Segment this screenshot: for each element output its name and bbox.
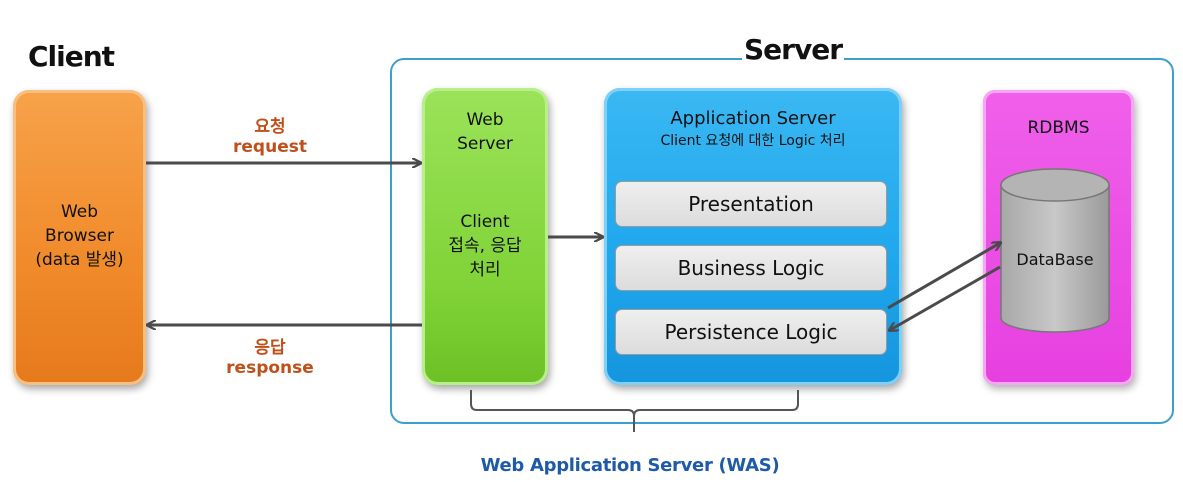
request-label-en: request [233,137,307,157]
request-label-ko: 요청 [254,117,286,137]
web-server-desc-line3: 처리 [469,260,501,280]
web-server-title-line2: Server [457,134,513,154]
application-server-title: Application Server [670,108,836,129]
web-browser-label: Web Browser (data 발생) [13,200,146,272]
presentation-layer: Presentation [615,181,887,227]
web-server-desc-line1: Client [460,212,510,232]
web-browser-label-line3: (data 발생) [35,250,124,270]
web-server-desc-line2: 접속, 응답 [448,236,522,256]
web-browser-label-line2: Browser [45,226,114,246]
response-label-ko: 응답 [254,338,286,358]
response-label-en: response [226,358,314,378]
web-server-description: Client 접속, 응답 처리 [422,210,548,282]
web-browser-label-line1: Web [60,202,99,222]
persistence-logic-layer: Persistence Logic [615,309,887,355]
web-server-title: Web Server [422,108,548,156]
application-server-subtitle: Client 요청에 대한 Logic 처리 [660,133,846,149]
web-server-title-line1: Web [466,110,504,130]
client-title: Client [28,40,115,73]
business-logic-layer: Business Logic [615,245,887,291]
server-title: Server [742,33,845,66]
web-server-box [422,88,548,385]
web-browser-box [13,90,146,385]
database-label: DataBase [1016,250,1094,269]
rdbms-label: RDBMS [1027,118,1090,138]
was-label: Web Application Server (WAS) [480,455,780,476]
